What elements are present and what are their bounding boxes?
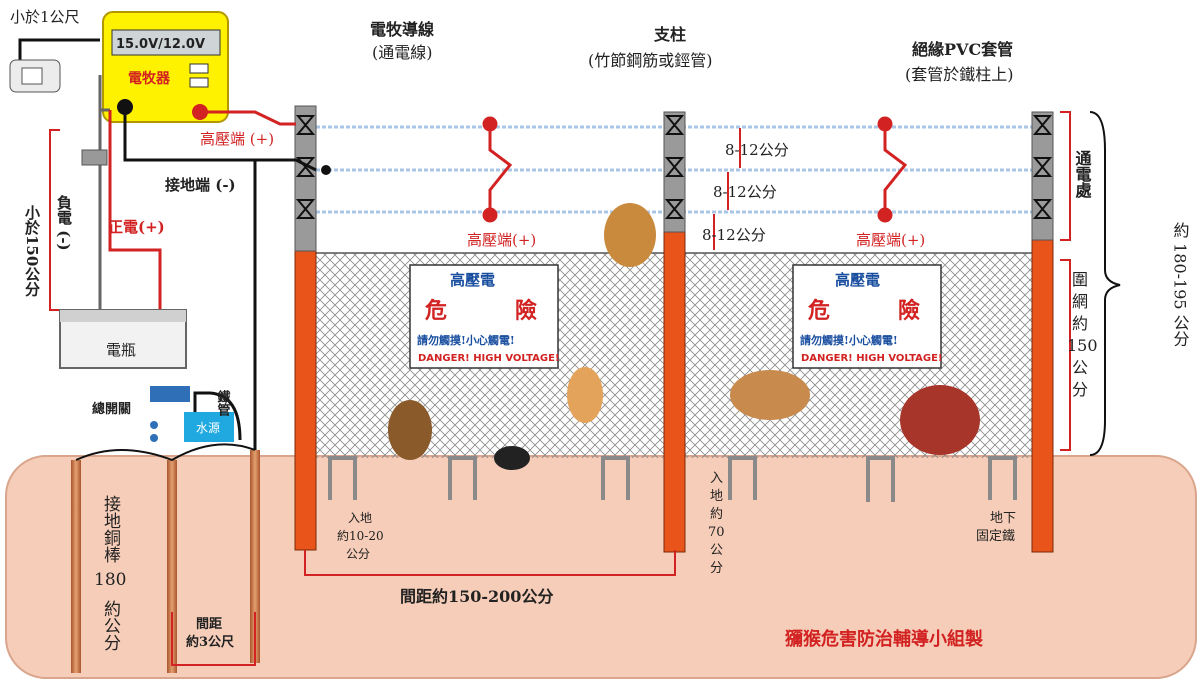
- label-positive: 正電(+): [108, 218, 165, 236]
- label-net-height-1: 圍: [1072, 270, 1088, 289]
- sign-left-title: 高壓電: [450, 271, 495, 289]
- label-gap-3: 8-12公分: [702, 226, 766, 244]
- deer: [730, 370, 810, 420]
- label-iron-pipe: 鐵管: [215, 389, 231, 417]
- post-middle: [663, 111, 686, 553]
- label-rod-spacing-2: 約3公尺: [186, 634, 234, 650]
- label-rod-length-unit: 約公分: [100, 600, 121, 651]
- label-post-subtitle: (竹節鋼筋或鋞管): [588, 51, 713, 70]
- sign-right-danger-right: 險: [898, 298, 920, 324]
- water-source: [184, 412, 234, 442]
- voltage-display: [111, 29, 221, 56]
- label-less-than-1m: 小於1公尺: [10, 8, 80, 26]
- label-anchor-1: 地下: [990, 511, 1016, 526]
- sign-left-danger-right: 險: [515, 298, 537, 324]
- rabbit: [494, 446, 530, 470]
- label-hv-terminal-left: 高壓端 (+): [200, 130, 274, 148]
- label-net-height-3: 約: [1072, 314, 1088, 333]
- ground-rod-3: [250, 450, 260, 663]
- label-net-height-6: 分: [1072, 380, 1088, 399]
- label-post-depth-6: 分: [710, 561, 723, 576]
- label-rod-spacing-1: 間距: [196, 617, 222, 632]
- label-post-depth-3: 約: [710, 507, 723, 522]
- sign-left-warning: 請勿觸摸!小心觸電!: [417, 333, 515, 347]
- label-main-valve: 總開關: [92, 401, 131, 417]
- warning-sign-left: [409, 264, 559, 369]
- label-gap-2: 8-12公分: [713, 183, 777, 201]
- sign-right-title: 高壓電: [835, 271, 880, 289]
- monkey-on-post: [604, 203, 656, 267]
- goat: [388, 400, 432, 460]
- label-wire-title: 電牧導線: [370, 20, 434, 39]
- ground-rod-1: [71, 460, 81, 673]
- underground-anchors: [328, 456, 1017, 502]
- sign-left-danger-left: 危: [425, 298, 447, 324]
- label-credit: 獼猴危害防治輔導小組製: [785, 628, 983, 650]
- label-bury-depth-3: 公分: [346, 547, 370, 561]
- label-post-depth-5: 公: [710, 543, 723, 558]
- wire-jumper-1: [482, 116, 513, 223]
- monkey-small: [567, 367, 603, 423]
- label-post-depth-1: 入: [710, 471, 723, 486]
- label-pvc-subtitle: (套管於鐵柱上): [905, 65, 1014, 84]
- label-bury-depth-1: 入地: [348, 511, 372, 525]
- label-voltage: 15.0V/12.0V: [116, 37, 205, 52]
- label-rod-length-num: 180: [94, 570, 126, 590]
- wild-boar: [900, 385, 980, 455]
- label-ground-rod: 接地銅棒: [100, 495, 121, 563]
- sign-right-english: DANGER! HIGH VOLTAGE!: [801, 353, 943, 364]
- label-hv-terminal-2: 高壓端(+): [856, 231, 925, 249]
- label-net-height-2: 網: [1072, 292, 1088, 311]
- wire-jumper-2: [877, 116, 908, 223]
- label-net-height-5: 公: [1072, 358, 1088, 377]
- label-water: 水源: [196, 421, 220, 435]
- label-pvc-title: 絕緣PVC套管: [912, 40, 1013, 59]
- label-ground-terminal: 接地端 (-): [165, 176, 236, 194]
- label-negative: 負電 (-): [55, 194, 73, 250]
- label-net-height-4: 150: [1067, 336, 1098, 355]
- sign-left-english: DANGER! HIGH VOLTAGE!: [418, 353, 560, 364]
- sign-right-warning: 請勿觸摸!小心觸電!: [800, 333, 898, 347]
- label-post-spacing: 間距約150-200公分: [400, 587, 553, 606]
- label-post-depth-2: 地: [710, 489, 723, 504]
- label-battery: 電瓶: [106, 341, 136, 359]
- label-anchor-2: 固定鐵: [976, 528, 1015, 544]
- label-hv-terminal-1: 高壓端(+): [467, 231, 536, 249]
- water-tap: [150, 386, 190, 402]
- label-less-than-150: 小於150公分: [23, 205, 41, 298]
- warning-sign-right: [792, 264, 942, 369]
- sign-right-danger-left: 危: [808, 298, 830, 324]
- label-post-depth-4: 70: [708, 525, 725, 540]
- post-left: [294, 105, 317, 551]
- label-wire-subtitle: (通電線): [372, 43, 433, 62]
- label-gap-1: 8-12公分: [725, 141, 789, 159]
- ground-rod-2: [167, 460, 177, 673]
- label-energized-zone: 通電處: [1073, 150, 1092, 199]
- label-bury-depth-2: 約10-20: [337, 528, 384, 543]
- label-energizer: 電牧器: [128, 70, 171, 87]
- label-post-title: 支柱: [653, 25, 686, 44]
- label-total-height: 約 180-195 公分: [1171, 222, 1190, 348]
- post-right: [1031, 111, 1054, 553]
